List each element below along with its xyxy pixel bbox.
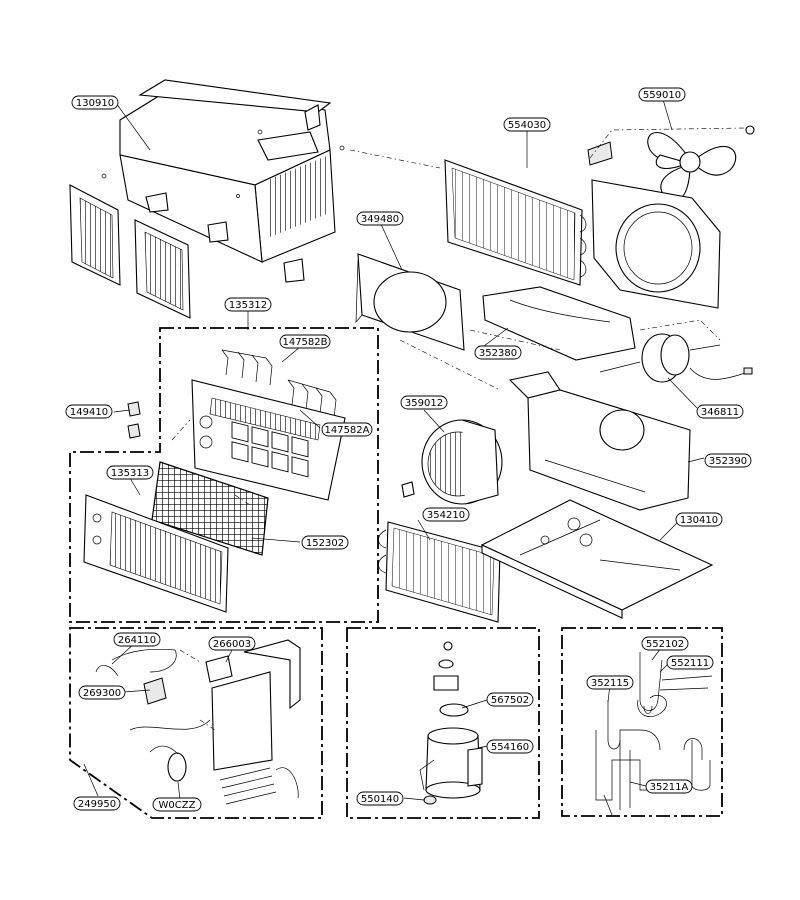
label-152302: 152302 [306,538,344,549]
label-130910: 130910 [76,98,114,109]
label-269300: 269300 [83,688,121,699]
label-550140: 550140 [361,794,399,805]
callout-346811: 346811 [696,404,744,419]
callout-147582a: 147582A [321,422,373,437]
frame-tubing-group [561,627,723,817]
label-552111: 552111 [671,658,709,669]
callout-w0czz: W0CZZ [152,797,202,812]
callout-554160: 554160 [486,739,534,754]
compressor-parts [419,641,483,805]
label-w0czz: W0CZZ [159,800,196,811]
label-249950: 249950 [78,799,116,810]
callout-130910: 130910 [71,95,119,110]
callout-264110: 264110 [113,632,161,647]
label-147582a: 147582A [324,425,369,436]
label-552102: 552102 [646,639,684,650]
label-147582b: 147582B [282,337,327,348]
label-359012: 359012 [405,398,443,409]
callout-352380: 352380 [474,345,522,360]
air-filter [151,461,269,556]
label-554030: 554030 [508,120,546,131]
assembly-lines [171,127,746,731]
label-149410: 149410 [70,407,108,418]
cabinet [101,79,345,283]
label-352380: 352380 [479,348,517,359]
label-567502: 567502 [491,695,529,706]
callout-559010: 559010 [638,87,686,102]
callout-349480: 349480 [356,211,404,226]
callout-352115: 352115 [586,675,634,690]
evaporator-coil [378,521,501,623]
callout-152302: 152302 [301,535,349,550]
fan-bracket [587,141,613,166]
control-box-parts [95,639,301,805]
callout-567502: 567502 [486,692,534,707]
label-559010: 559010 [643,90,681,101]
label-352390: 352390 [709,456,747,467]
label-264110: 264110 [118,635,156,646]
callout-147582b: 147582B [279,334,331,349]
fan-motor [599,333,753,383]
label-354210: 354210 [427,510,465,521]
condenser-fan-blade [647,125,755,203]
air-guide [508,371,691,511]
callout-266003: 266003 [208,636,256,651]
callout-35211a: 35211A [645,779,693,794]
frame-electrical-group [69,627,323,819]
callout-554030: 554030 [503,117,551,132]
side-curtain-left [69,184,121,286]
callout-135312: 135312 [224,297,272,312]
callout-249950: 249950 [73,796,121,811]
base-pan [480,499,714,619]
label-346811: 346811 [701,407,739,418]
label-266003: 266003 [213,639,251,650]
callout-552102: 552102 [641,636,689,651]
side-curtain-right [134,219,191,319]
callout-149410: 149410 [65,404,113,419]
callout-269300: 269300 [78,685,126,700]
mounting-brackets [221,349,337,419]
clips [127,401,141,439]
front-panel-frame [191,379,346,501]
callout-354210: 354210 [422,507,470,522]
drain-pan [482,286,636,361]
label-135312: 135312 [229,300,267,311]
label-130410: 130410 [680,515,718,526]
condenser-coil [444,159,587,286]
callout-130410: 130410 [675,512,723,527]
label-35211a: 35211A [650,782,689,793]
label-349480: 349480 [361,214,399,225]
condenser-shroud [591,179,721,309]
callout-552111: 552111 [666,655,714,670]
callout-352390: 352390 [704,453,752,468]
label-352115: 352115 [591,678,629,689]
front-grille [83,494,229,613]
callout-135313: 135313 [106,465,154,480]
frame-front-grille-group [69,327,379,623]
callout-550140: 550140 [356,791,404,806]
label-135313: 135313 [111,468,149,479]
orifice-plate [355,253,465,351]
frame-compressor-group [346,627,540,819]
callout-359012: 359012 [400,395,448,410]
blower-wheel [401,419,503,505]
label-554160: 554160 [491,742,529,753]
